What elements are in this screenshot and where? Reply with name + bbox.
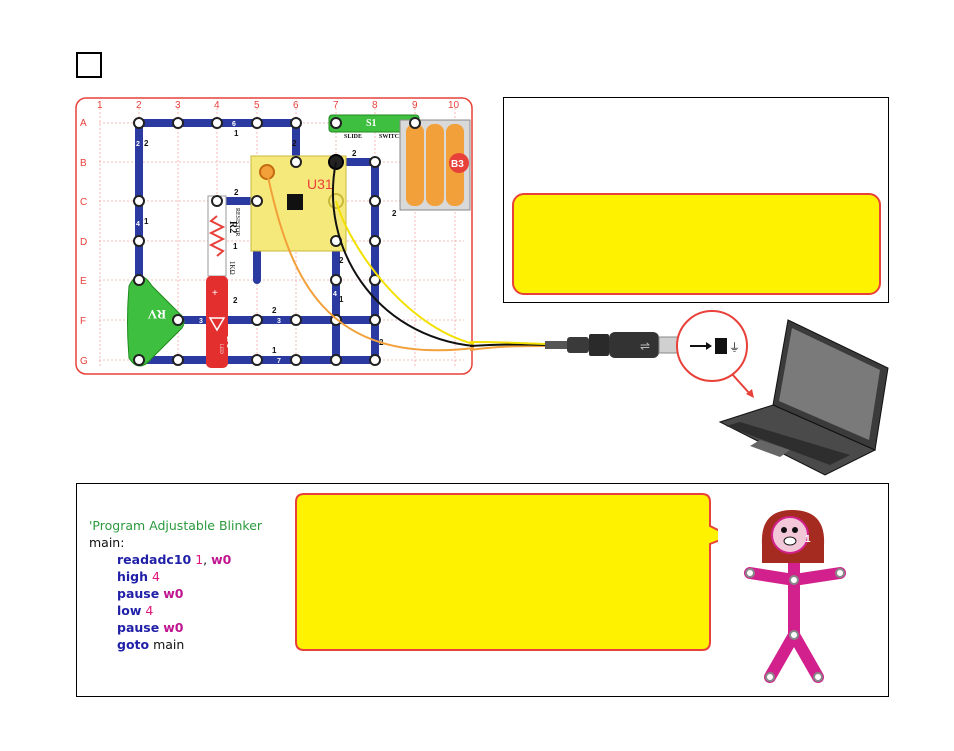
svg-text:1: 1 <box>233 242 238 251</box>
row-label: E <box>80 276 87 287</box>
mascot-figure: 1 <box>744 510 846 683</box>
led-d1: + D1 LED <box>206 276 235 368</box>
code-line: pause w0 <box>117 586 184 601</box>
svg-text:⇌: ⇌ <box>640 339 650 353</box>
svg-text:3: 3 <box>199 318 203 325</box>
col-label: 7 <box>333 100 339 111</box>
svg-text:RV: RV <box>147 307 166 322</box>
svg-text:3: 3 <box>277 318 281 325</box>
svg-text:2: 2 <box>272 306 277 315</box>
code-line: high 4 <box>117 569 160 584</box>
svg-text:7: 7 <box>277 358 281 365</box>
note-callout <box>512 193 881 295</box>
svg-text:6: 6 <box>232 121 236 128</box>
circuit-diagram: 1 2 3 4 5 6 7 8 9 10 A B C D E F G 6 2 4 3… <box>75 97 474 375</box>
resistor-r2: R2 RESISTOR 1KΩ <box>207 195 240 277</box>
code-line: goto main <box>117 637 185 652</box>
svg-text:2: 2 <box>339 256 344 265</box>
svg-text:S1: S1 <box>366 118 377 129</box>
svg-text:SWITCH: SWITCH <box>379 134 404 140</box>
svg-text:SLIDE: SLIDE <box>344 134 362 140</box>
row-label: A <box>80 118 87 129</box>
usb-port-magnifier: ⏚ <box>676 310 748 382</box>
row-label: G <box>80 356 88 367</box>
svg-text:4: 4 <box>136 221 140 228</box>
svg-text:1KΩ: 1KΩ <box>228 261 236 275</box>
col-label: 8 <box>372 100 378 111</box>
speech-bubble <box>295 493 718 651</box>
svg-text:2: 2 <box>233 296 238 305</box>
row-label: F <box>80 316 86 327</box>
col-label: 6 <box>293 100 299 111</box>
usb-cable-wires <box>266 161 474 352</box>
row-label: C <box>80 197 87 208</box>
svg-text:U31: U31 <box>307 176 333 192</box>
svg-text:1: 1 <box>272 346 277 355</box>
usb-icon: ⏚ <box>729 341 740 354</box>
snap-nodes <box>133 117 421 366</box>
row-label: B <box>80 158 87 169</box>
svg-text:4: 4 <box>333 291 337 298</box>
col-label: 4 <box>214 100 220 111</box>
svg-text:2: 2 <box>392 209 397 218</box>
col-label: 9 <box>412 100 418 111</box>
col-label: 1 <box>97 100 103 111</box>
svg-text:+: + <box>212 288 218 299</box>
svg-text:2: 2 <box>234 188 239 197</box>
cable-tail <box>470 341 546 351</box>
battery-holder-b3: B3 <box>399 119 471 211</box>
row-label: D <box>80 237 87 248</box>
svg-text:2: 2 <box>352 149 357 158</box>
col-label: 3 <box>175 100 181 111</box>
svg-text:LED: LED <box>218 344 223 354</box>
usb-plug: ⇌ <box>545 332 682 358</box>
col-label: 2 <box>136 100 142 111</box>
code-comment: 'Program Adjustable Blinker <box>89 518 263 533</box>
svg-text:1: 1 <box>144 217 149 226</box>
code-line: low 4 <box>117 603 154 618</box>
svg-text:D1: D1 <box>224 336 235 348</box>
usb-laptop-illustration: ⇌ ⏚ <box>470 310 889 476</box>
col-label: 10 <box>448 100 460 111</box>
code-label: main: <box>89 535 125 550</box>
code-line: readadc10 1, w0 <box>117 552 232 567</box>
potentiometer-rv: RV <box>127 275 185 367</box>
col-label: 5 <box>254 100 260 111</box>
code-line: pause w0 <box>117 620 184 635</box>
svg-text:RESISTOR: RESISTOR <box>234 208 240 236</box>
step-checkbox[interactable] <box>76 52 102 78</box>
svg-text:R2: R2 <box>227 221 238 233</box>
svg-text:2: 2 <box>144 139 149 148</box>
svg-text:1: 1 <box>339 295 344 304</box>
mascot-number: 1 <box>805 534 811 545</box>
laptop <box>718 319 889 476</box>
svg-text:2: 2 <box>136 141 140 148</box>
svg-text:1: 1 <box>234 129 239 138</box>
svg-text:2: 2 <box>292 139 297 148</box>
svg-text:B3: B3 <box>451 159 464 170</box>
